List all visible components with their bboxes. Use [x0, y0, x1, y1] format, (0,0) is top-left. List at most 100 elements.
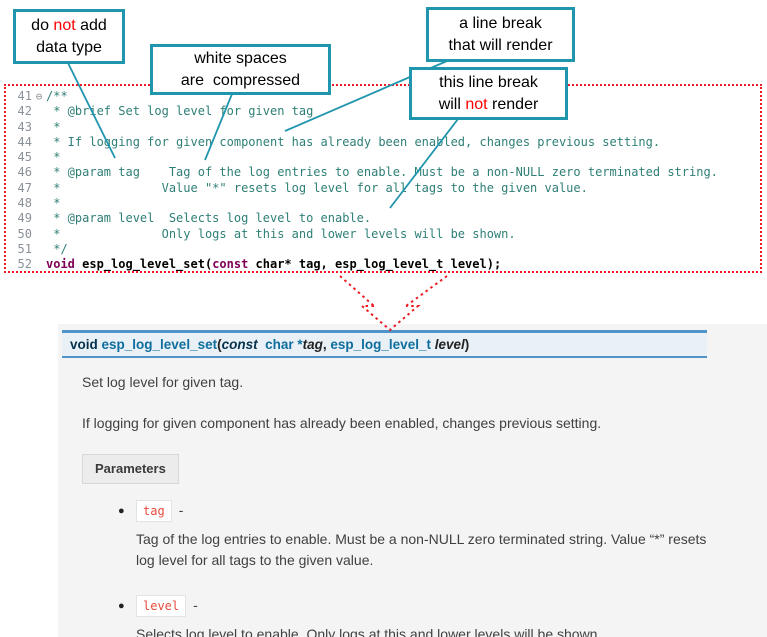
- line-number: 47: [17, 180, 32, 195]
- code-text: * @param level Selects log level to enab…: [46, 211, 372, 226]
- callout-do-not-add-data-type: do not add data type: [13, 9, 125, 64]
- code-line: 42 * @brief Set log level for given tag: [8, 104, 760, 119]
- text-segment: add: [75, 16, 107, 34]
- text-segment: that will render: [448, 36, 553, 54]
- line-number: 45: [17, 150, 32, 165]
- fold-marker-icon[interactable]: ⊖: [35, 90, 43, 103]
- text-segment: render: [487, 95, 539, 113]
- code-text: * If logging for given component has alr…: [46, 134, 661, 149]
- code-line: 46 * @param tag Tag of the log entries t…: [8, 165, 760, 180]
- code-text: */: [46, 241, 68, 256]
- callout-text: white spaces: [194, 48, 287, 70]
- parameters-heading: Parameters: [82, 454, 179, 484]
- param-dash: -: [193, 597, 198, 613]
- param-name-literal: tag: [136, 499, 172, 522]
- param-description: Selects log level to enable. Only logs a…: [136, 625, 602, 637]
- fold-gutter: [32, 165, 46, 180]
- param-name-literal: level: [136, 594, 187, 617]
- text-segment: a line break: [459, 14, 542, 32]
- code-line-list: 41⊖/**42 * @brief Set log level for give…: [8, 89, 760, 273]
- code-line: 41⊖/**: [8, 89, 760, 104]
- line-number: 51: [17, 241, 32, 256]
- code-text: *: [46, 150, 61, 165]
- rendered-doc-pane: void esp_log_level_set(const char *tag, …: [58, 324, 767, 637]
- line-number: 48: [17, 196, 32, 211]
- code-text: * @param tag Tag of the log entries to e…: [46, 165, 718, 180]
- text-segment: not: [53, 16, 76, 34]
- arrow-left-slant: [339, 275, 375, 307]
- code-text: * @brief Set log level for given tag: [46, 104, 314, 119]
- line-number: 49: [17, 211, 32, 226]
- text-segment: char *: [257, 337, 303, 352]
- fold-gutter: [32, 211, 46, 226]
- code-text: * Value "*" resets log level for all tag…: [46, 180, 588, 195]
- code-text: void esp_log_level_set(const char* tag, …: [46, 257, 502, 272]
- fold-gutter: [32, 120, 46, 135]
- line-number: 44: [17, 134, 32, 149]
- param-head: tag -: [136, 499, 727, 522]
- param-item-tag: ● tag - Tag of the log entries to enable…: [118, 499, 727, 571]
- callout-line-break-renders: a line break that will render: [426, 7, 575, 62]
- fold-gutter: [32, 257, 46, 272]
- code-text: * Only logs at this and lower levels wil…: [46, 226, 516, 241]
- code-line: 49 * @param level Selects log level to e…: [8, 211, 760, 226]
- line-number: 50: [17, 226, 32, 241]
- text-segment: ): [464, 337, 470, 352]
- code-text: *: [46, 119, 61, 134]
- callout-text: this line break: [439, 72, 538, 94]
- text-segment: (: [217, 337, 222, 352]
- brief-paragraph: Set log level for given tag.: [82, 374, 244, 390]
- renders-to-arrow-icon: [339, 275, 448, 332]
- code-line: 51 */: [8, 242, 760, 257]
- description-paragraph: If logging for given component has alrea…: [82, 415, 602, 431]
- fold-gutter: [32, 242, 46, 257]
- param-head: level -: [136, 594, 727, 617]
- param-description: Tag of the log entries to enable. Must b…: [136, 530, 707, 568]
- text-segment: are compressed: [180, 71, 301, 89]
- fold-gutter: [32, 104, 46, 119]
- fold-gutter: [32, 135, 46, 150]
- callout-text: do not add: [31, 15, 107, 37]
- callout-text: will not render: [439, 94, 539, 116]
- text-segment: const: [221, 337, 258, 352]
- text-segment: this line break: [439, 73, 538, 91]
- text-segment: ,: [322, 337, 331, 352]
- callout-text: a line break: [459, 13, 542, 35]
- callout-line-break-not-render: this line break will not render: [409, 67, 568, 120]
- text-segment: not: [465, 95, 488, 113]
- fold-gutter: [32, 150, 46, 165]
- text-segment: esp_log_level_t: [330, 337, 435, 352]
- line-number: 42: [17, 104, 32, 119]
- callout-whitespace-compressed: white spaces are compressed: [150, 44, 331, 95]
- param-dash: -: [178, 502, 184, 518]
- text-segment: tag: [302, 337, 323, 352]
- code-editor-snippet: 41⊖/**42 * @brief Set log level for give…: [4, 84, 762, 273]
- code-text: /**: [46, 89, 68, 103]
- text-segment: data type: [36, 38, 102, 56]
- fold-gutter: [32, 227, 46, 242]
- param-item-level: ● level - Selects log level to enable. O…: [118, 594, 727, 637]
- code-text: *: [46, 196, 61, 211]
- line-number: 41: [17, 89, 32, 103]
- fold-gutter: [32, 181, 46, 196]
- bullet-icon: ●: [118, 504, 125, 517]
- callout-text: that will render: [448, 35, 552, 57]
- line-number: 43: [17, 119, 32, 134]
- code-line: 45 *: [8, 150, 760, 165]
- text-segment: white spaces: [194, 49, 287, 67]
- text-segment: esp_log_level_set: [101, 337, 218, 352]
- fold-gutter: [32, 196, 46, 211]
- code-line: 44 * If logging for given component has …: [8, 135, 760, 150]
- bullet-icon: ●: [118, 599, 125, 612]
- arrow-right-slant: [405, 275, 448, 307]
- callout-text: are compressed: [181, 70, 300, 92]
- line-number: 46: [17, 165, 32, 180]
- text-segment: will: [438, 95, 466, 113]
- text-segment: level: [434, 337, 465, 352]
- code-line: 48 *: [8, 196, 760, 211]
- function-signature: void esp_log_level_set(const char *tag, …: [62, 330, 707, 358]
- code-line: 50 * Only logs at this and lower levels …: [8, 227, 760, 242]
- text-segment: do: [31, 16, 54, 34]
